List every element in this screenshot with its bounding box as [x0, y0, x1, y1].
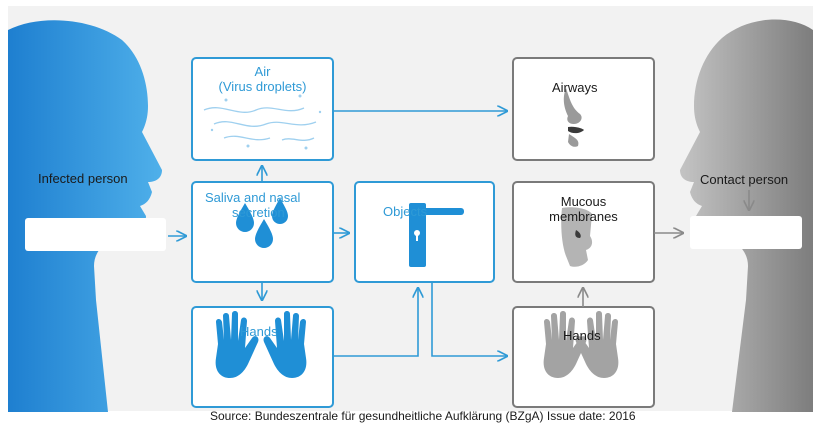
contact-person-label: Contact person: [700, 172, 789, 187]
mouth-icon: [568, 126, 584, 147]
airways-label: Airways: [552, 80, 598, 95]
contact-person-silhouette: [680, 19, 813, 412]
mucous-label-line2: membranes: [549, 209, 618, 224]
arrow-objects-to-hands: [431, 282, 507, 356]
source-caption: Source: Bundeszentrale für gesundheitlic…: [210, 409, 636, 423]
droplets-icon: [236, 198, 288, 248]
infected-output-box: [25, 218, 166, 251]
hands-source-box: [191, 306, 334, 408]
air-wind-icon: [203, 107, 317, 141]
arrow-hands-to-objects: [333, 288, 418, 357]
air-sparkles: [210, 94, 322, 150]
infected-person-silhouette: [8, 20, 162, 412]
air-box: [191, 57, 334, 161]
saliva-label-line1: Saliva and nasal: [205, 190, 301, 205]
nose-icon: [563, 88, 582, 124]
saliva-label-line2: secretion: [232, 205, 285, 220]
mucous-label-line1: Mucous: [560, 194, 607, 209]
airways-box: [512, 57, 655, 161]
contact-input-box: [690, 216, 802, 249]
blue-hands-icon: [215, 311, 307, 378]
source-strip: [200, 411, 700, 423]
infected-person-label: Infected person: [38, 171, 128, 186]
hands-source-label: Hands: [240, 324, 278, 339]
objects-label: Objects: [383, 204, 428, 219]
air-label: Air: [254, 64, 271, 79]
face-mucous-icon: [561, 207, 593, 267]
hands-target-label: Hands: [563, 328, 601, 343]
grey-hands-icon: [543, 311, 619, 378]
door-handle-icon: [409, 203, 464, 267]
air-sublabel: (Virus droplets): [218, 79, 307, 94]
